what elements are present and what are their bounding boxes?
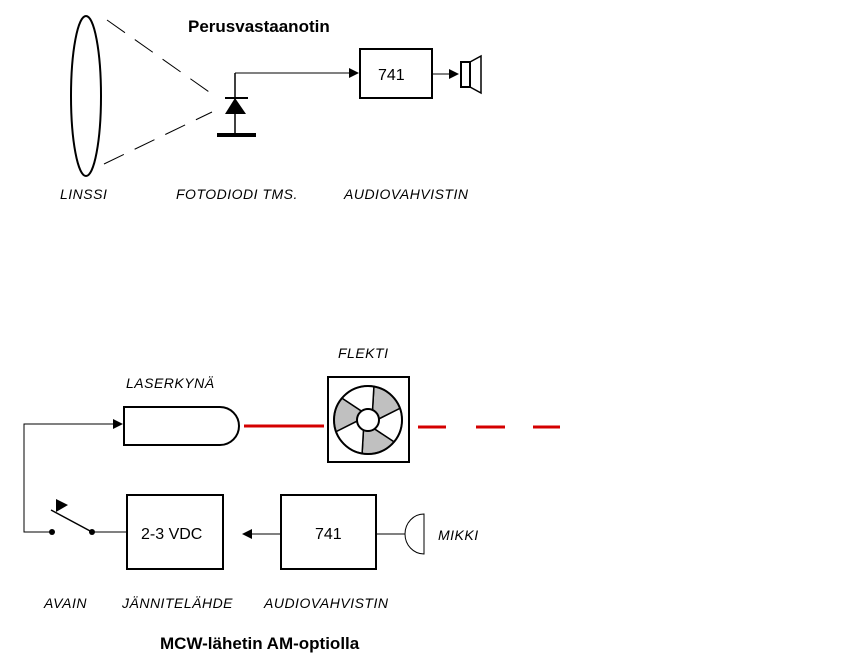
key-label: AVAIN	[43, 595, 87, 611]
fan-label: FLEKTI	[338, 345, 388, 361]
laser-pointer-icon	[123, 406, 240, 446]
receiver-amplifier-label: AUDIOVAHVISTIN	[343, 186, 469, 202]
lens-label: LINSSI	[60, 186, 107, 202]
microphone-label: MIKKI	[438, 527, 479, 543]
transmitter-amplifier-label: AUDIOVAHVISTIN	[263, 595, 389, 611]
power-supply-label: JÄNNITELÄHDE	[121, 595, 233, 611]
transmitter-amplifier-chip: 741	[315, 526, 342, 543]
key-switch-icon	[49, 499, 95, 535]
microphone-icon	[404, 513, 425, 555]
lens-icon	[70, 15, 102, 177]
speaker-icon	[460, 54, 482, 95]
photodiode-icon	[217, 73, 256, 137]
laser-beam	[244, 424, 560, 429]
switch-to-laser-wire	[23, 419, 123, 533]
power-supply-text: 2-3 VDC	[141, 526, 202, 543]
fan-icon	[327, 376, 410, 463]
laser-label: LASERKYNÄ	[126, 375, 215, 391]
transmitter-title: MCW-lähetin AM-optiolla	[160, 634, 360, 653]
light-cone-lines	[103, 19, 213, 165]
receiver-title: Perusvastaanotin	[188, 17, 330, 36]
receiver-amplifier-box: 741	[359, 48, 433, 99]
transmitter-amplifier-box: 741	[280, 494, 377, 570]
power-supply-box: 2-3 VDC	[126, 494, 224, 570]
receiver-amplifier-chip: 741	[378, 67, 405, 84]
photodiode-label: FOTODIODI TMS.	[176, 186, 298, 202]
